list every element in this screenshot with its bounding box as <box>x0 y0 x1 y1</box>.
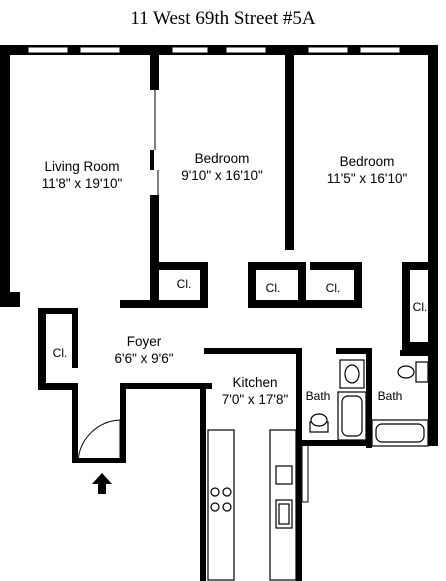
bath2-name: Bath <box>378 389 403 403</box>
living-room-dims: 11'8" x 19'10" <box>42 176 123 191</box>
outer-walls <box>0 45 438 581</box>
closet-label: Cl. <box>326 281 341 295</box>
plan-title: 11 West 69th Street #5A <box>130 8 316 29</box>
bedroom1-dims: 9'10" x 16'10" <box>181 168 263 183</box>
foyer-dims: 6'6" x 9'6" <box>114 351 173 366</box>
bedroom2-name: Bedroom <box>340 154 395 169</box>
bath1-name: Bath <box>306 389 331 403</box>
kitchen-name: Kitchen <box>232 375 277 390</box>
doors <box>77 90 159 464</box>
entry-arrow-icon <box>92 473 112 494</box>
kitchen-dims: 7'0" x 17'8" <box>222 392 289 407</box>
bath-fixtures <box>309 359 429 447</box>
closet-label: Cl. <box>413 300 428 314</box>
kitchen-fixtures <box>207 429 297 581</box>
foyer-name: Foyer <box>127 334 162 349</box>
closet-label: Cl. <box>177 277 192 291</box>
windows <box>27 46 401 503</box>
bedroom1-name: Bedroom <box>195 151 250 166</box>
bedroom2-dims: 11'5" x 16'10" <box>327 171 408 186</box>
closet-label: Cl. <box>266 281 281 295</box>
living-room-name: Living Room <box>44 159 119 174</box>
closet-label: Cl. <box>53 346 68 360</box>
interior-walls <box>38 55 438 448</box>
